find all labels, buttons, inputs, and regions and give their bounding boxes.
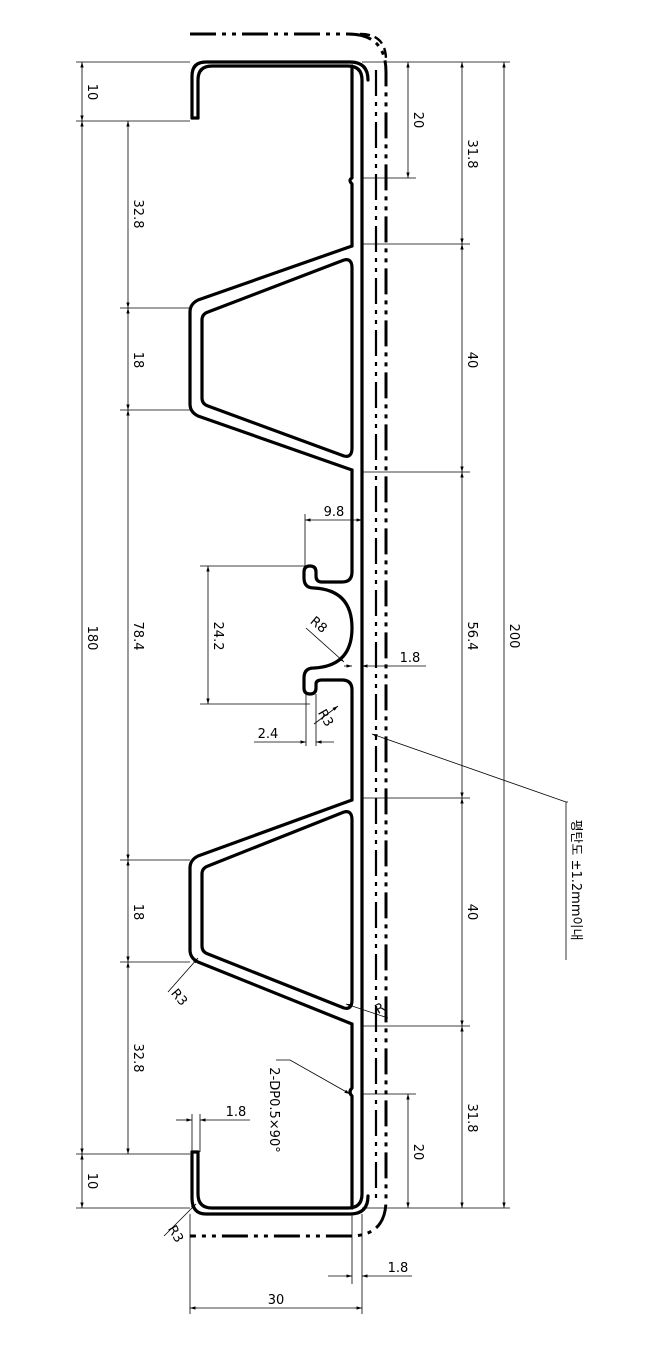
- label-32-8-bottom: 32.8: [130, 1044, 145, 1073]
- label-78-4: 78.4: [130, 622, 145, 651]
- label-r8: R8: [307, 614, 330, 637]
- profile-inner-outline: [190, 60, 370, 120]
- label-18-bottom: 18: [130, 904, 145, 921]
- label-1-8-center: 1.8: [400, 651, 421, 666]
- web-top: [348, 64, 354, 248]
- web-bottom: [348, 1022, 354, 1210]
- label-9-8: 9.8: [324, 505, 345, 520]
- label-40-bottom: 40: [464, 904, 479, 921]
- leader-flatness: [371, 733, 568, 803]
- flatness-note: 평탄도 ±1.2mm이내: [568, 820, 583, 941]
- leader-dp: [276, 1059, 351, 1095]
- leader-r3-inner: [313, 705, 339, 725]
- label-10-bottom: 10: [84, 1173, 99, 1190]
- lower-rib-inner: [200, 810, 354, 1010]
- leader-r8: [305, 627, 345, 663]
- upper-rib-outer: [188, 244, 354, 472]
- label-32-8-top: 32.8: [130, 200, 145, 229]
- leader-r3-lower: [167, 957, 199, 993]
- label-r3-corner: R3: [164, 1223, 186, 1245]
- profile-inner-outline-bottom: [190, 1150, 370, 1216]
- label-31-8-bottom: 31.8: [464, 1104, 479, 1133]
- label-40-top: 40: [464, 352, 479, 369]
- label-180: 180: [84, 626, 99, 651]
- center-hook: [302, 468, 354, 802]
- label-2-4: 2.4: [258, 727, 279, 742]
- label-r3-lower: R3: [167, 986, 190, 1009]
- label-24-2: 24.2: [210, 622, 225, 651]
- label-30: 30: [268, 1293, 285, 1308]
- label-20-bottom: 20: [410, 1144, 425, 1161]
- profile-outer-outline: [196, 64, 364, 1210]
- leader-r3-corner: [163, 1203, 197, 1237]
- label-r3-inner: R3: [314, 707, 336, 729]
- upper-rib-inner: [200, 258, 354, 458]
- dp-note: 2-DP0.5×90°: [266, 1067, 281, 1152]
- label-18-top: 18: [130, 352, 145, 369]
- label-1-8-bottom: 1.8: [388, 1261, 409, 1276]
- outer-chain-line: [190, 32, 388, 1238]
- label-1-8-left: 1.8: [226, 1105, 247, 1120]
- dashed-return: [359, 32, 388, 61]
- leader-r-right: [345, 1003, 389, 1019]
- label-56-4: 56.4: [464, 622, 479, 651]
- label-200: 200: [506, 624, 521, 649]
- label-31-8-top: 31.8: [464, 140, 479, 169]
- label-20-top: 20: [410, 112, 425, 129]
- lower-rib-outer: [188, 798, 354, 1026]
- label-10-top: 10: [84, 84, 99, 101]
